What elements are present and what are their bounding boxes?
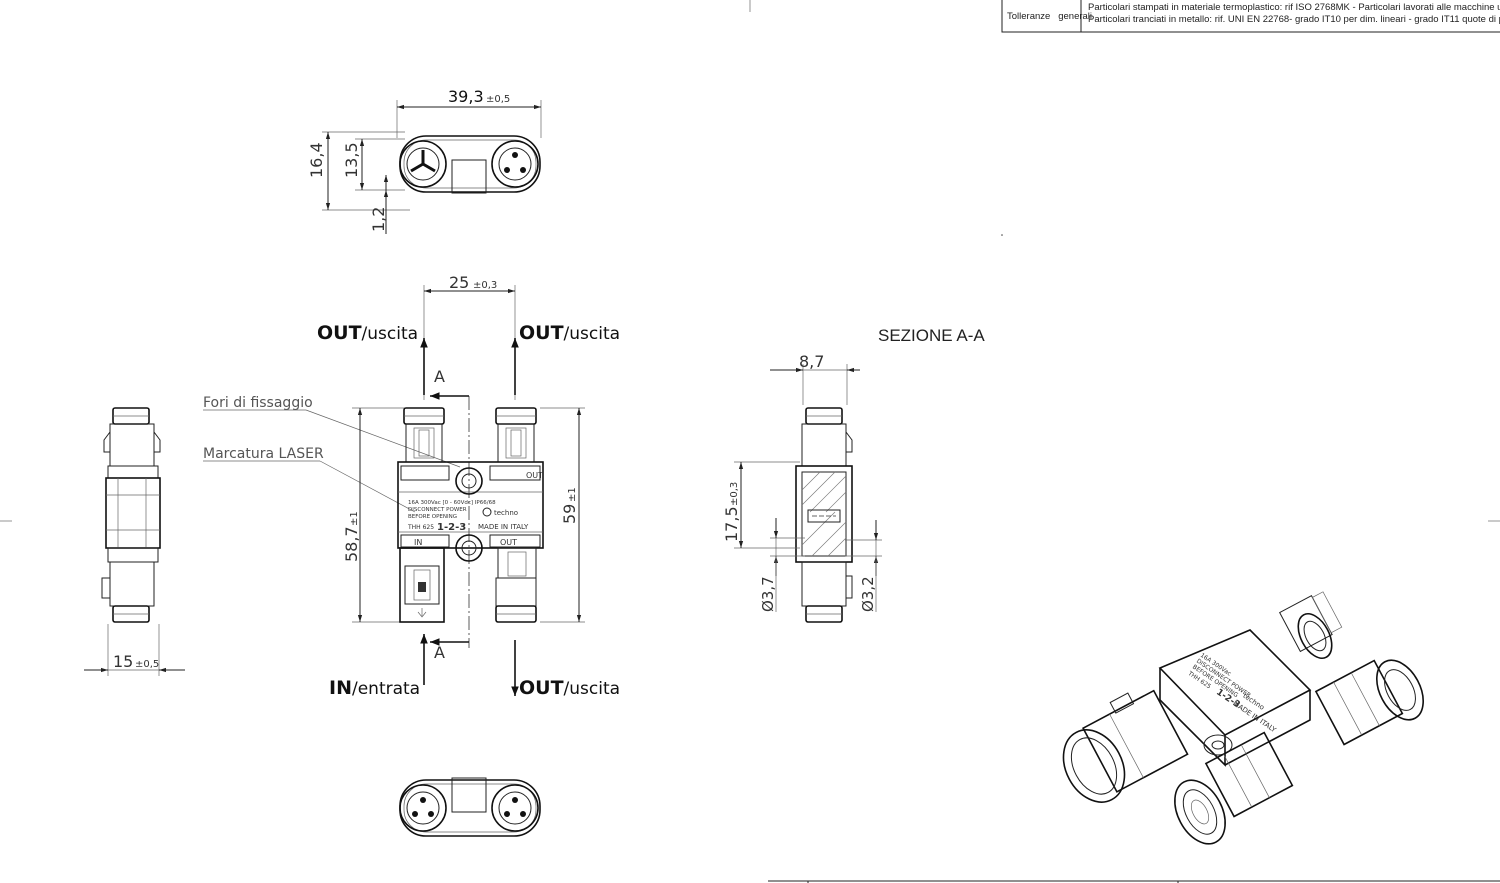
dim-top-h1: 16,4 <box>307 142 326 178</box>
label-out-left: OUT/uscita <box>317 322 418 344</box>
dim-spacing: 25 <box>449 273 469 292</box>
marking-out-top: OUT <box>526 471 543 480</box>
dim-top-h3: 1,2 <box>369 207 388 232</box>
dim-right-height: 59 <box>560 504 579 524</box>
isometric-view: 16A 300Vac DISCONNECT POWER BEFORE OPENI… <box>1062 591 1424 845</box>
dim-section-mid-tol: ±0,3 <box>729 482 740 506</box>
dim-top-h2: 13,5 <box>342 142 361 178</box>
marking-line-4: THH 625 <box>407 524 434 531</box>
label-out-right: OUT/uscita <box>519 322 620 344</box>
bottom-view <box>399 777 541 837</box>
tolerance-line-2: Particolari tranciati in metallo: rif. U… <box>1088 14 1500 25</box>
dim-top-width: 39,3 <box>448 87 484 106</box>
side-view: 15 ±0,5 <box>84 407 185 676</box>
dim-section-mid: 17,5 <box>722 506 741 542</box>
dim-side-width-tol: ±0,5 <box>135 659 159 670</box>
front-view: 25 ±0,3 OUT/uscita OUT/uscita A A Fori d… <box>203 273 620 699</box>
dim-section-d2: Ø3,2 <box>859 576 877 612</box>
marking-brand: techno <box>494 509 518 517</box>
marking-line-1: 16A 300Vac [0 - 60Vdc] IP66/68 <box>408 500 496 506</box>
marking-line-3: BEFORE OPENING <box>408 514 457 520</box>
section-mark-top: A <box>434 367 445 386</box>
dim-spacing-tol: ±0,3 <box>473 280 497 291</box>
callout-laser-marking: Marcatura LASER <box>203 446 324 462</box>
dim-section-d1: Ø3,7 <box>759 576 777 612</box>
section-title: SEZIONE A-A <box>878 326 985 345</box>
marking-out-bottom: OUT <box>500 538 517 547</box>
tolerance-label: Tolleranze generali <box>1007 11 1092 22</box>
marking-code: 1-2-3 <box>437 522 466 533</box>
callout-fixing-holes: Fori di fissaggio <box>203 395 313 411</box>
top-view: 39,3 ±0,5 16,4 13,5 1,2 <box>307 87 542 234</box>
tolerance-title-block: Tolleranze generali Particolari stampati… <box>1001 0 1500 33</box>
dim-side-width: 15 <box>113 652 133 671</box>
dim-section-top: 8,7 <box>799 352 824 371</box>
dim-top-width-tol: ±0,5 <box>486 94 510 105</box>
dim-left-height-tol: ±1 <box>349 511 360 526</box>
dim-right-height-tol: ±1 <box>567 487 578 502</box>
label-in: IN/entrata <box>329 677 420 699</box>
section-mark-bottom: A <box>434 643 445 662</box>
section-view: SEZIONE A-A 8,7 <box>722 326 985 623</box>
marking-line-2: DISCONNECT POWER <box>408 507 467 513</box>
marking-in: IN <box>414 538 422 547</box>
marking-made: MADE IN ITALY <box>478 523 529 531</box>
dim-left-height: 58,7 <box>342 526 361 562</box>
tolerance-line-1: Particolari stampati in materiale termop… <box>1088 2 1500 13</box>
label-out-bottom: OUT/uscita <box>519 677 620 699</box>
